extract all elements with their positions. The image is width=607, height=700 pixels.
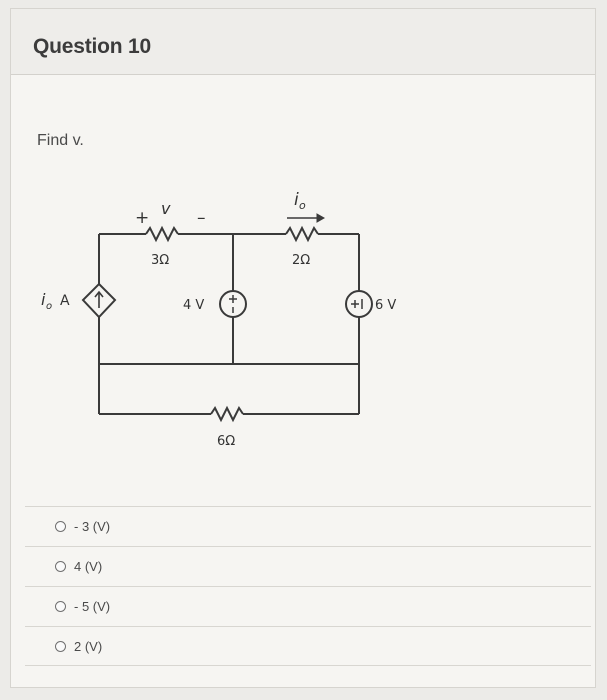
voltage-source-4v [219,290,247,318]
r3-label: 6Ω [217,434,235,449]
answer-option-label: 2 (V) [74,638,103,654]
answer-option-label: - 5 (V) [74,599,111,614]
resistor-2ohm [285,225,319,243]
voltage-label: v [161,199,171,218]
radio-button[interactable] [55,561,66,572]
answer-options: - 3 (V) 4 (V) - 5 (V) 2 (V) [25,506,591,666]
dep-source-arrow-head [94,290,104,298]
circuit-diagram: + v – 3Ω 2Ω 6Ω i o i o A 4 V 6 V [41,190,396,449]
answer-option-4[interactable]: 2 (V) [25,626,591,666]
answer-option-1[interactable]: - 3 (V) [25,506,591,546]
answer-option-2[interactable]: 4 (V) [25,546,591,586]
current-subscript: o [299,199,306,212]
dep-source-label-unit: A [60,293,70,309]
question-card: Question 10 Find v. [10,8,596,688]
dep-source-label-subscript: o [46,301,52,312]
r1-label: 3Ω [151,253,169,268]
radio-button[interactable] [55,640,66,652]
radio-button[interactable] [55,521,66,532]
r2-label: 2Ω [292,253,310,268]
current-arrow-head [316,213,326,223]
dep-source-label-prefix: i [41,290,46,309]
question-title: Question 10 [33,35,151,58]
question-prompt: Find v. [37,132,84,149]
resistor-3ohm [145,225,179,243]
answer-option-label: 4 (V) [74,559,103,574]
question-header: Question 10 [11,9,595,75]
radio-button[interactable] [55,601,66,612]
v-source-1-label: 4 V [183,298,204,313]
current-label: i [294,190,299,210]
answer-option-label: - 3 (V) [74,519,111,534]
voltage-plus-sign: + [135,208,149,228]
answer-option-3[interactable]: - 5 (V) [25,586,591,626]
voltage-minus-sign: – [197,208,206,228]
v-source-2-label: 6 V [375,298,396,313]
resistor-6ohm [210,405,244,423]
